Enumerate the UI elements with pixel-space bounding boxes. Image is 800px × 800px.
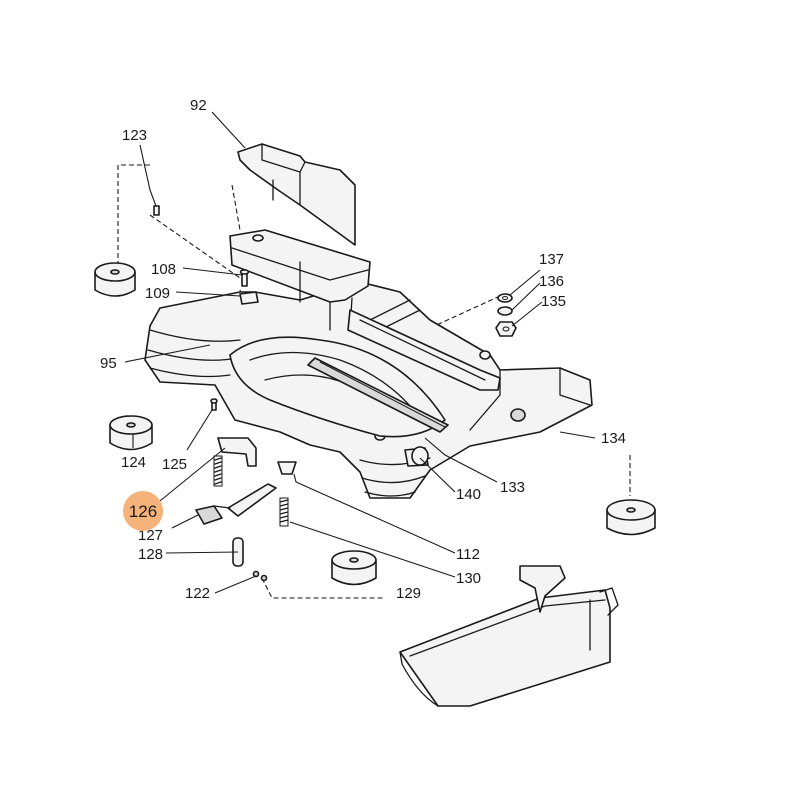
rubber-foot-front-center [331,550,377,586]
bolt-140 [404,446,429,467]
label-127: 127 [138,527,163,544]
washer-136 [497,306,513,316]
clip-109 [239,291,259,305]
lever-127 [195,483,277,525]
spring-left [213,455,223,487]
label-124: 124 [121,454,146,471]
label-136: 136 [539,273,564,290]
label-135: 135 [541,293,566,310]
knob-112 [277,461,297,475]
spring-right [279,497,289,527]
pin-123 [153,205,160,216]
label-129: 129 [396,585,421,602]
label-92: 92 [190,97,207,114]
label-128: 128 [138,546,163,563]
leader-lines [124,111,596,594]
rubber-foot-front-left [109,415,153,451]
label-122: 122 [185,585,210,602]
highlight-circle [123,491,163,531]
label-108: 108 [151,261,176,278]
screw-122 [252,570,268,582]
part-labels: 92 123 108 109 95 137 136 135 134 124 12… [100,97,626,602]
nut-135 [495,321,517,337]
label-130: 130 [456,570,481,587]
label-126: 126 [129,502,157,521]
label-137: 137 [539,251,564,268]
rubber-foot-back-left [94,262,136,297]
label-134: 134 [601,430,626,447]
label-125: 125 [162,456,187,473]
screw-125 [210,398,218,411]
screw-108 [239,269,250,287]
label-133: 133 [500,479,525,496]
kerf-plate [307,357,449,433]
washer-137 [497,293,513,303]
bracket-126 [217,437,257,467]
label-140: 140 [456,486,481,503]
label-112: 112 [456,546,480,563]
table-extension [399,565,619,707]
fence-extension-92 [237,143,356,246]
rubber-foot-right [606,499,656,536]
highlight-126[interactable]: 126 [123,491,163,531]
label-95: 95 [100,355,117,372]
label-123: 123 [122,127,147,144]
label-109: 109 [145,285,170,302]
